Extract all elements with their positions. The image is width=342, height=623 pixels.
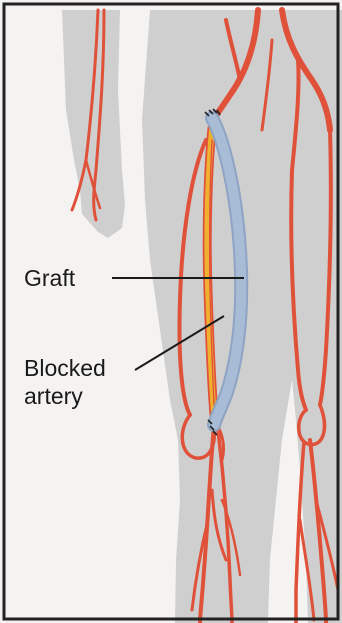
blocked-artery-label-line1: Blocked	[24, 355, 106, 381]
blocked-artery-label-line2: artery	[24, 383, 83, 409]
graft-label: Graft	[24, 265, 76, 291]
